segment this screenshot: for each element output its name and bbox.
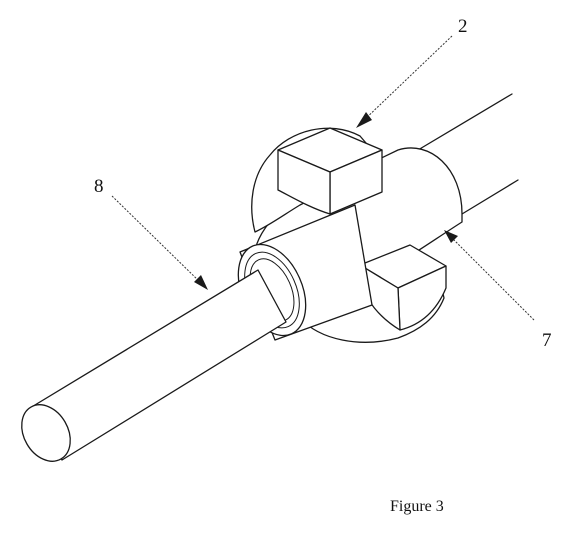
leader-tube bbox=[444, 230, 535, 321]
label-rod: 8 bbox=[94, 176, 104, 197]
leader-rod bbox=[111, 195, 208, 290]
figure-caption: Figure 3 bbox=[390, 498, 444, 515]
leader-clamp bbox=[356, 35, 453, 128]
rod bbox=[21, 269, 287, 462]
upper-boss bbox=[277, 127, 383, 215]
label-clamp: 2 bbox=[458, 16, 468, 37]
label-tube: 7 bbox=[542, 330, 552, 351]
tube-right bbox=[417, 93, 519, 215]
lower-boss bbox=[359, 244, 447, 331]
